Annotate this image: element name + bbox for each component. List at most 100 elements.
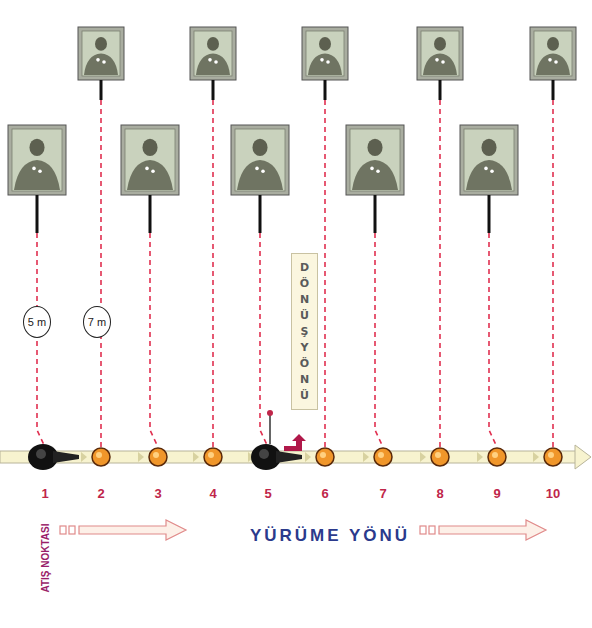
hit-mark bbox=[96, 58, 100, 62]
target-body bbox=[237, 160, 283, 190]
sight-line bbox=[439, 100, 441, 447]
hit-mark bbox=[38, 169, 42, 173]
target-frame bbox=[417, 27, 463, 80]
target-head bbox=[142, 139, 157, 156]
station-point bbox=[149, 448, 167, 466]
station-point bbox=[92, 448, 110, 466]
target-head bbox=[319, 37, 331, 51]
target-body bbox=[127, 160, 173, 190]
hit-mark bbox=[554, 60, 558, 64]
target-photo bbox=[194, 31, 232, 76]
hit-mark bbox=[320, 58, 324, 62]
target-head bbox=[481, 139, 496, 156]
turn-arrow bbox=[284, 434, 306, 451]
hit-mark bbox=[145, 167, 149, 171]
station-point bbox=[374, 448, 392, 466]
target-stand bbox=[100, 80, 103, 100]
band-chevron bbox=[193, 452, 199, 462]
sight-line bbox=[324, 100, 326, 447]
distance-oval: 5 m bbox=[23, 306, 51, 338]
target-body bbox=[536, 54, 570, 76]
hit-mark bbox=[490, 169, 494, 173]
station-number: 4 bbox=[209, 486, 216, 501]
target-frame bbox=[530, 27, 576, 80]
band-chevron bbox=[138, 452, 144, 462]
turn-direction-text: DÖNÜŞ YÖNÜ bbox=[299, 260, 310, 403]
target-photo bbox=[306, 31, 344, 76]
station-shine bbox=[96, 452, 102, 458]
target-photo bbox=[534, 31, 572, 76]
station-number: 5 bbox=[264, 486, 271, 501]
station-point bbox=[204, 448, 222, 466]
target-body bbox=[423, 54, 457, 76]
target-head bbox=[367, 139, 382, 156]
station-point bbox=[316, 448, 334, 466]
target-photo bbox=[82, 31, 120, 76]
target-stand bbox=[259, 195, 262, 233]
target-head bbox=[95, 37, 107, 51]
arrow-tail-square bbox=[420, 526, 426, 534]
station-number: 1 bbox=[41, 486, 48, 501]
hit-mark bbox=[214, 60, 218, 64]
station-number: 2 bbox=[97, 486, 104, 501]
walking-direction-label: YÜRÜME YÖNÜ bbox=[250, 526, 410, 546]
hit-mark bbox=[435, 58, 439, 62]
distance-text: 7 m bbox=[88, 316, 106, 328]
band-chevron bbox=[477, 452, 483, 462]
shooter-head bbox=[259, 449, 269, 459]
target-head bbox=[434, 37, 446, 51]
arrow-tail-square bbox=[69, 526, 75, 534]
target-head bbox=[207, 37, 219, 51]
target-frame bbox=[121, 125, 179, 195]
target-photo bbox=[350, 129, 400, 191]
band-chevron bbox=[81, 452, 87, 462]
sight-line bbox=[37, 233, 45, 447]
walk-direction-arrow bbox=[439, 520, 546, 540]
band-chevron bbox=[533, 452, 539, 462]
hit-mark bbox=[376, 169, 380, 173]
station-shine bbox=[435, 452, 441, 458]
target-body bbox=[14, 160, 60, 190]
station-number: 3 bbox=[154, 486, 161, 501]
target-head bbox=[29, 139, 44, 156]
aim-line bbox=[269, 414, 271, 444]
hit-mark bbox=[261, 169, 265, 173]
station-number: 8 bbox=[436, 486, 443, 501]
target-stand bbox=[552, 80, 555, 100]
station-shine bbox=[548, 452, 554, 458]
hit-mark bbox=[441, 60, 445, 64]
station-number: 10 bbox=[546, 486, 560, 501]
station-shine bbox=[492, 452, 498, 458]
target-photo bbox=[421, 31, 459, 76]
target-body bbox=[352, 160, 398, 190]
station-number: 9 bbox=[493, 486, 500, 501]
band-chevron bbox=[305, 452, 311, 462]
distance-text: 5 m bbox=[28, 316, 46, 328]
station-number: 7 bbox=[379, 486, 386, 501]
target-head bbox=[252, 139, 267, 156]
station-number: 6 bbox=[321, 486, 328, 501]
turn-direction-box: DÖNÜŞ YÖNÜ bbox=[291, 253, 318, 410]
arrow-tail-square bbox=[60, 526, 66, 534]
target-frame bbox=[460, 125, 518, 195]
target-stand bbox=[212, 80, 215, 100]
hit-mark bbox=[484, 167, 488, 171]
station-point bbox=[544, 448, 562, 466]
target-body bbox=[308, 54, 342, 76]
hit-mark bbox=[102, 60, 106, 64]
target-stand bbox=[374, 195, 377, 233]
sight-line bbox=[212, 100, 214, 447]
target-frame bbox=[8, 125, 66, 195]
target-stand bbox=[488, 195, 491, 233]
target-frame bbox=[302, 27, 348, 80]
sight-line bbox=[552, 100, 554, 447]
station-point bbox=[431, 448, 449, 466]
walk-direction-arrow bbox=[79, 520, 186, 540]
distance-oval: 7 m bbox=[83, 306, 111, 338]
target-photo bbox=[464, 129, 514, 191]
target-body bbox=[84, 54, 118, 76]
target-body bbox=[466, 160, 512, 190]
firing-point-label: ATIŞ NOKTASI bbox=[40, 523, 51, 592]
sight-line bbox=[100, 100, 102, 447]
